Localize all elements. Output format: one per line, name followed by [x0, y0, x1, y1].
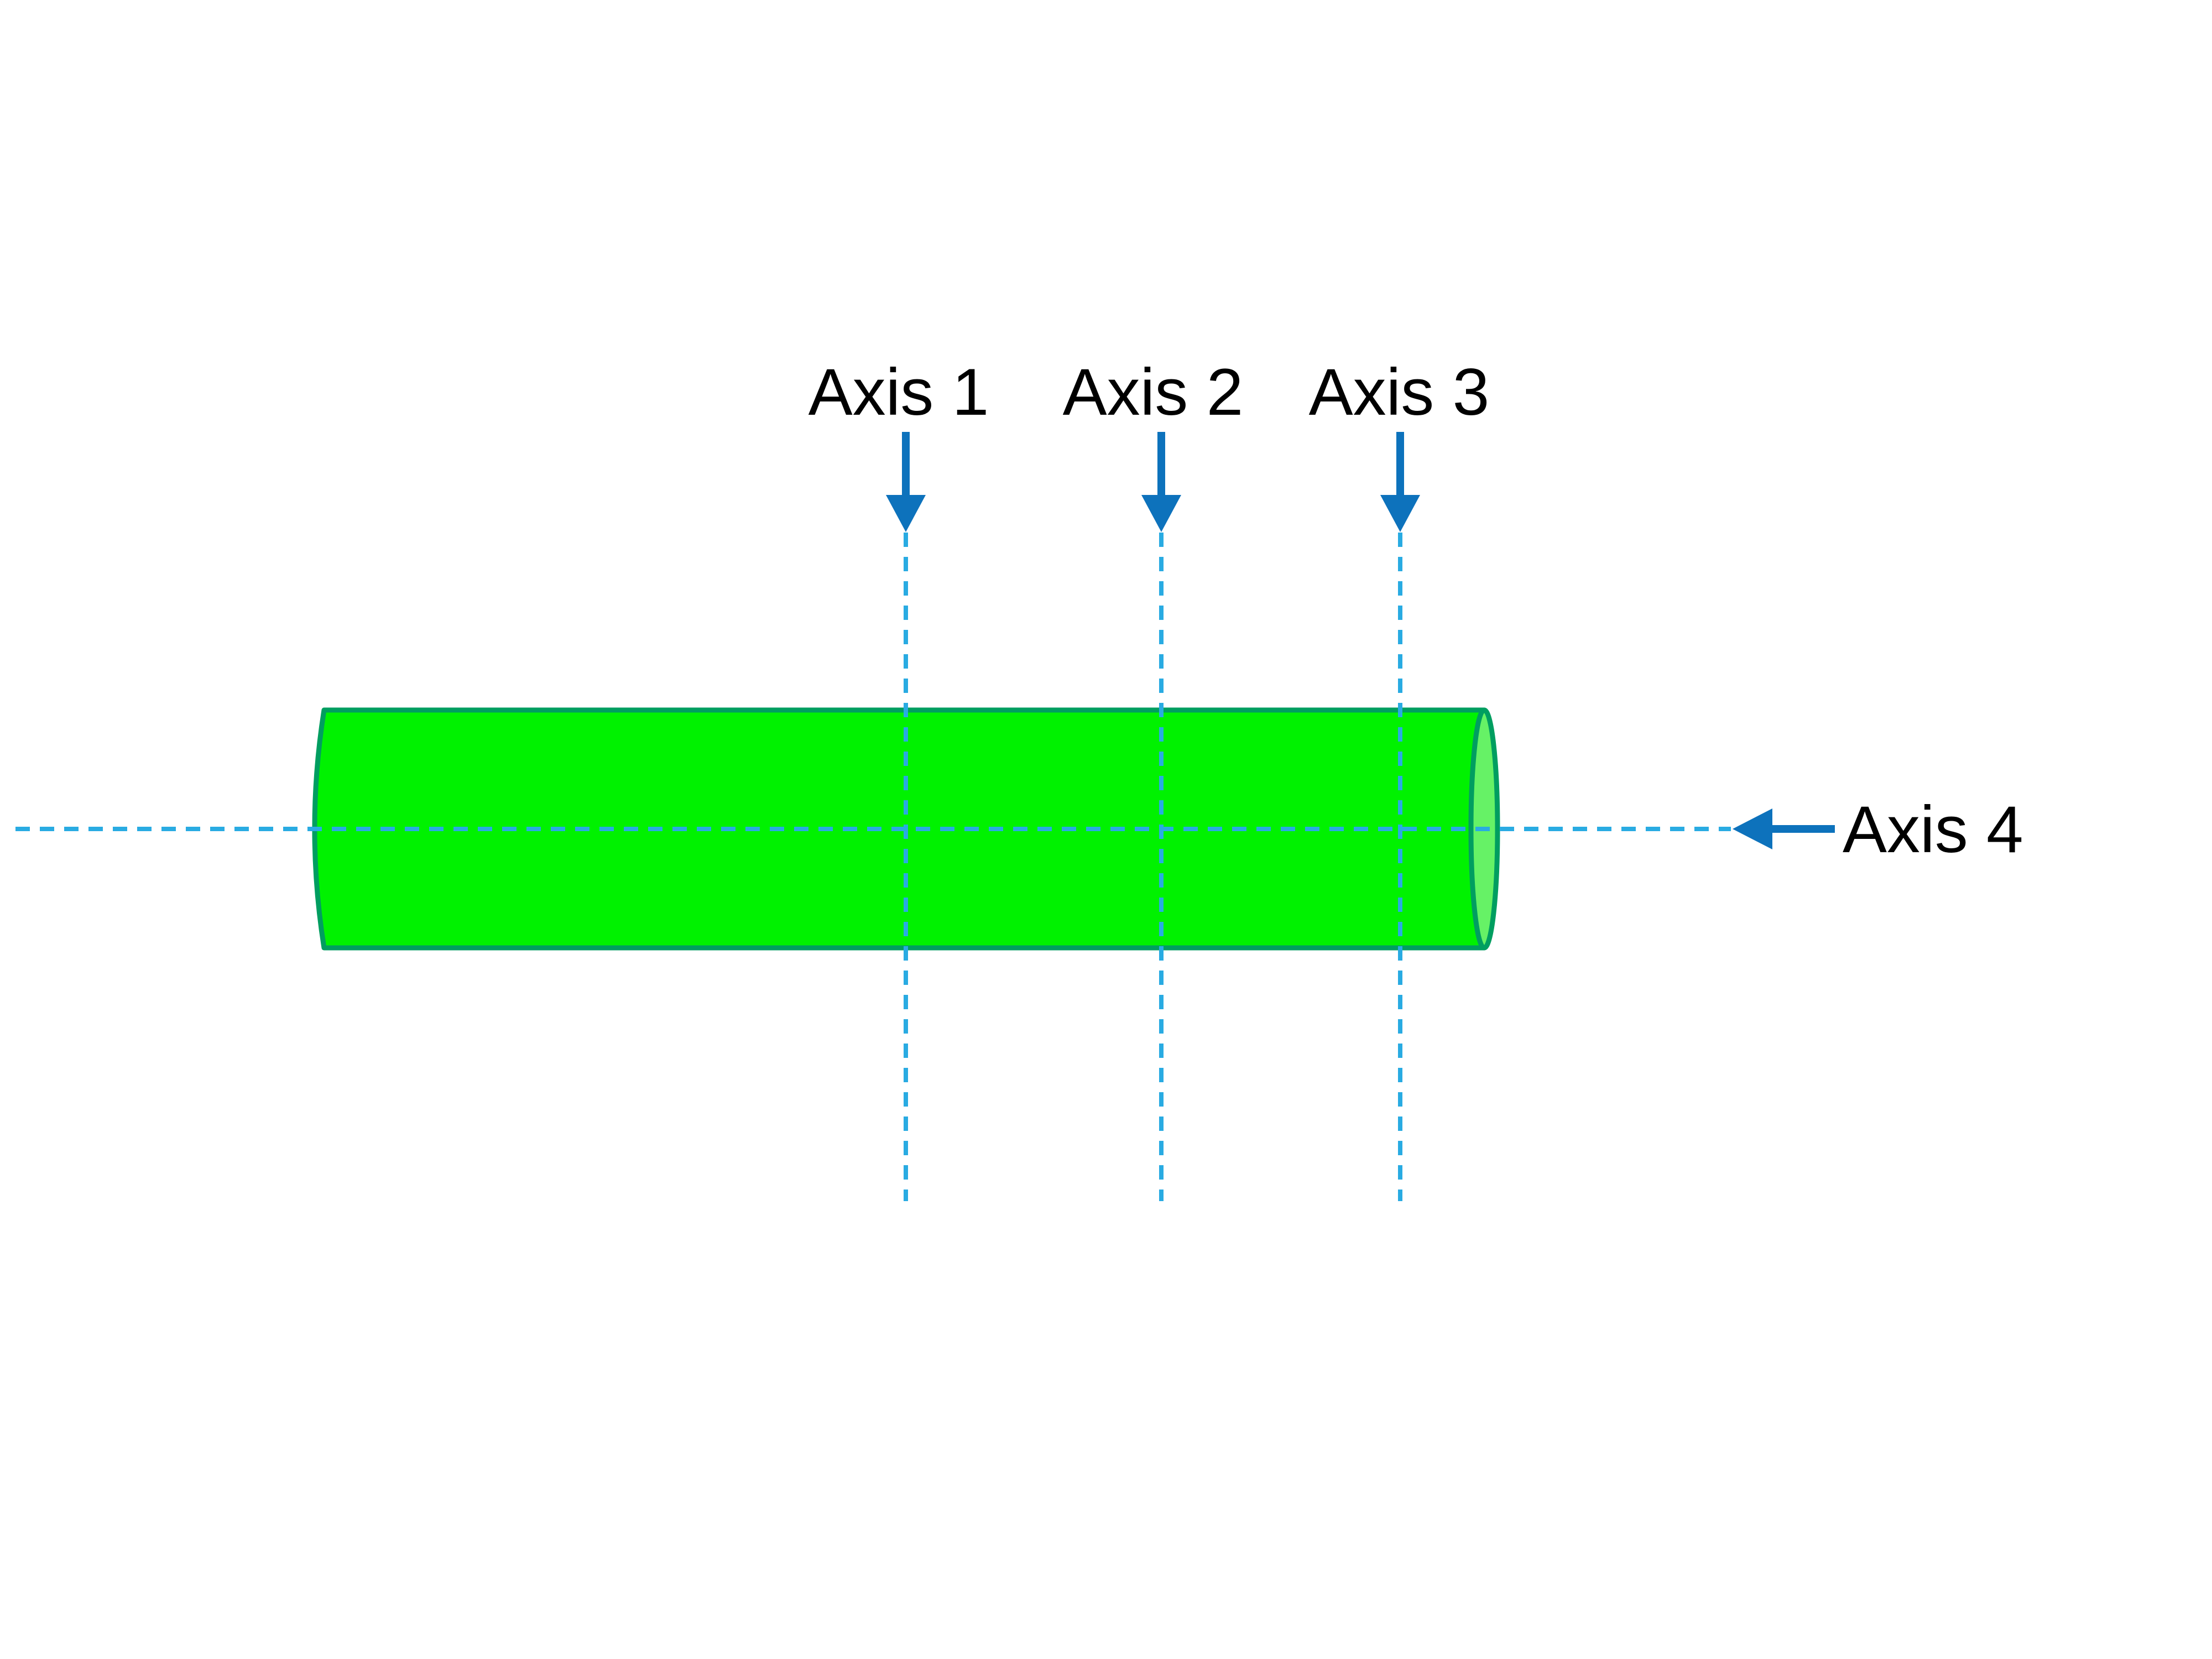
axis3-down-arrow-icon — [1380, 432, 1420, 532]
axis-arrows — [886, 432, 1835, 849]
axis1-label: Axis 1 — [808, 355, 989, 429]
axis-labels: Axis 1 Axis 2 Axis 3 Axis 4 — [808, 355, 2023, 867]
axis4-left-arrow-icon — [1733, 808, 1835, 849]
axis2-down-arrow-icon — [1141, 432, 1181, 532]
axis2-label: Axis 2 — [1063, 355, 1244, 429]
axis-lines — [15, 533, 1731, 1201]
axis4-label: Axis 4 — [1843, 792, 2023, 867]
axis3-label: Axis 3 — [1309, 355, 1490, 429]
axis1-down-arrow-icon — [886, 432, 926, 532]
